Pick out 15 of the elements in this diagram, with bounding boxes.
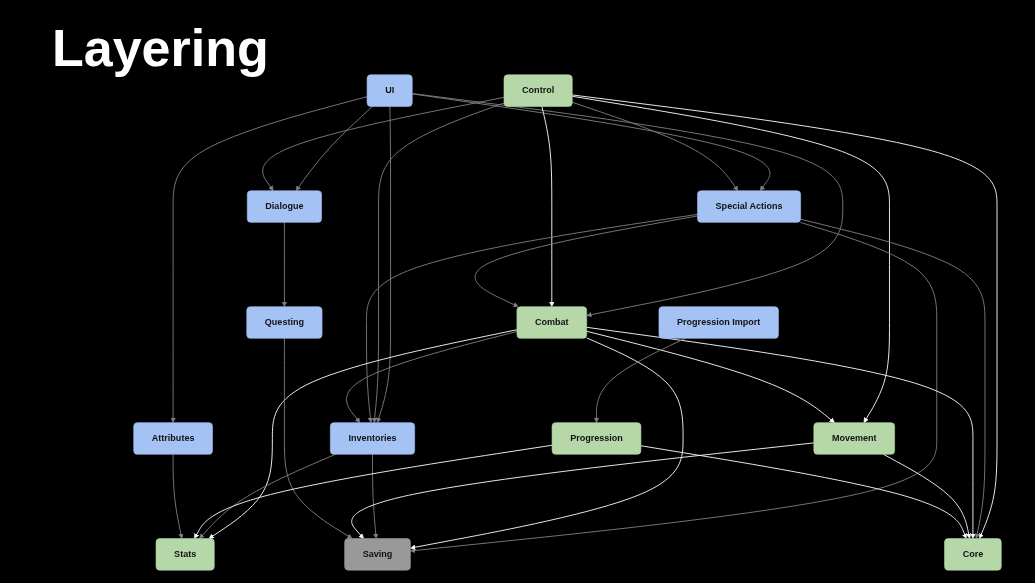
node-box: Special Actions	[697, 190, 801, 223]
node-box: Questing	[246, 306, 323, 339]
node-box: Inventories	[330, 422, 415, 455]
node-box: Core	[944, 538, 1002, 571]
node-box: Progression	[551, 422, 642, 455]
node-box: Control	[503, 74, 573, 107]
node-box: Saving	[344, 538, 411, 571]
node-box: Dialogue	[246, 190, 322, 223]
node-box: Progression Import	[658, 306, 779, 339]
slide-title: Layering	[52, 18, 269, 78]
node-box: Combat	[516, 306, 587, 339]
node-box: Movement	[813, 422, 895, 455]
node-box: Attributes	[133, 422, 213, 455]
node-box: UI	[366, 74, 413, 107]
node-box: Stats	[155, 538, 215, 571]
